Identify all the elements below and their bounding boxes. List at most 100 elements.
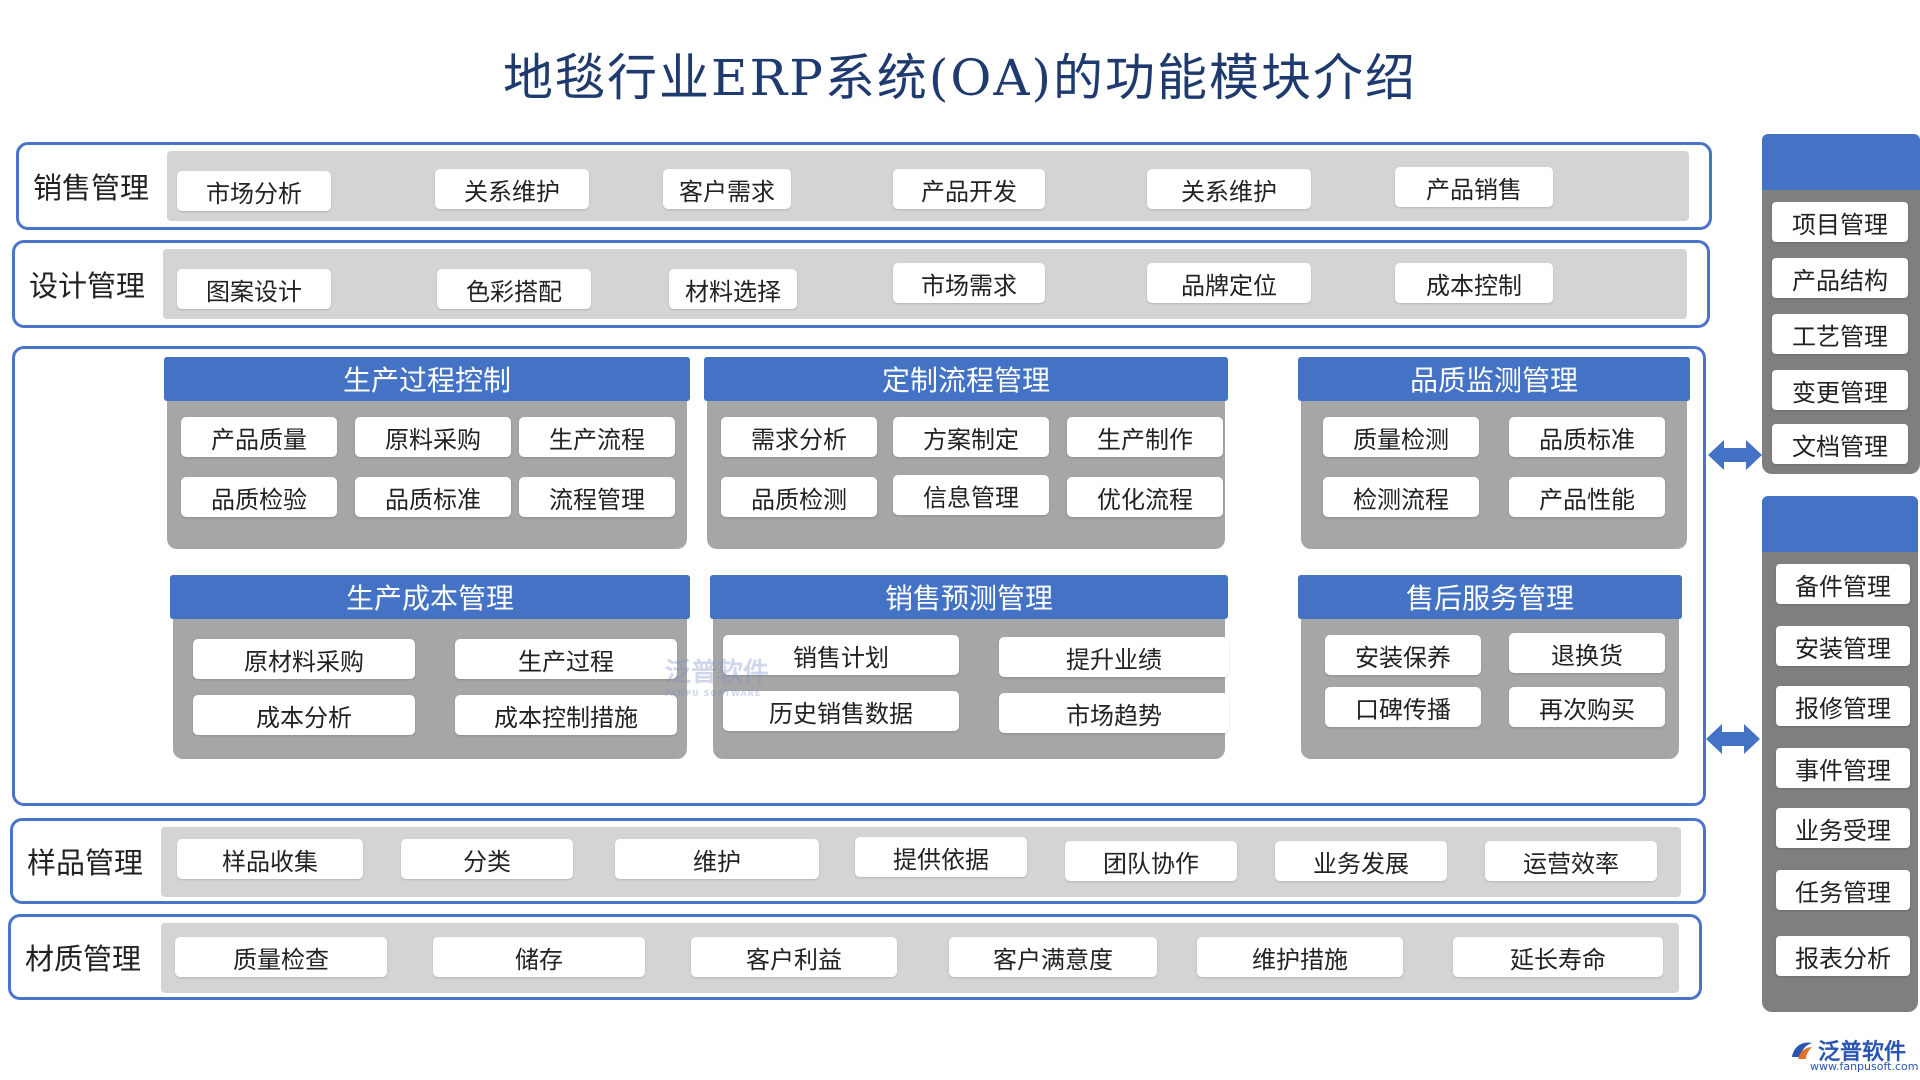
module-1-item-4[interactable]: 品质检验 bbox=[181, 477, 337, 517]
row-sales-track: 市场分析 关系维护 客户需求 产品开发 关系维护 产品销售 bbox=[167, 151, 1689, 221]
sales-item-1[interactable]: 市场分析 bbox=[177, 171, 331, 211]
design-item-5[interactable]: 品牌定位 bbox=[1147, 263, 1311, 303]
module-3-item-1[interactable]: 质量检测 bbox=[1323, 417, 1479, 457]
module-area: 生产过程控制 产品质量 原料采购 生产流程 品质检验 品质标准 流程管理 定制流… bbox=[12, 346, 1706, 806]
material-item-3[interactable]: 客户利益 bbox=[691, 937, 897, 977]
row-material-track: 质量检查 储存 客户利益 客户满意度 维护措施 延长寿命 bbox=[161, 923, 1679, 993]
side-panel-bottom: 备件管理 安装管理 报修管理 事件管理 业务受理 任务管理 报表分析 bbox=[1762, 496, 1918, 1012]
module-4-item-3[interactable]: 成本分析 bbox=[193, 695, 415, 735]
sample-item-1[interactable]: 样品收集 bbox=[177, 839, 363, 879]
design-item-4[interactable]: 市场需求 bbox=[893, 263, 1045, 303]
module-2-item-6[interactable]: 优化流程 bbox=[1067, 477, 1223, 517]
row-sample-track: 样品收集 分类 维护 提供依据 团队协作 业务发展 运营效率 bbox=[161, 827, 1681, 897]
row-sales: 销售管理 市场分析 关系维护 客户需求 产品开发 关系维护 产品销售 bbox=[16, 142, 1712, 230]
sales-item-5[interactable]: 关系维护 bbox=[1147, 169, 1311, 209]
page-title: 地毯行业ERP系统(OA)的功能模块介绍 bbox=[503, 49, 1417, 107]
module-3-item-4[interactable]: 产品性能 bbox=[1509, 477, 1665, 517]
sales-item-2[interactable]: 关系维护 bbox=[435, 169, 589, 209]
sample-item-6[interactable]: 业务发展 bbox=[1275, 841, 1447, 881]
brand-logo-name: 泛普软件 bbox=[1818, 1040, 1907, 1065]
side-top-item-3[interactable]: 工艺管理 bbox=[1772, 314, 1908, 354]
side-top-item-2[interactable]: 产品结构 bbox=[1772, 258, 1908, 298]
double-arrow-icon-top bbox=[1708, 440, 1762, 470]
sales-item-3[interactable]: 客户需求 bbox=[663, 169, 791, 209]
module-1-item-6[interactable]: 流程管理 bbox=[519, 477, 675, 517]
material-item-1[interactable]: 质量检查 bbox=[175, 937, 387, 977]
module-production-cost: 生产成本管理 原材料采购 生产过程 成本分析 成本控制措施 bbox=[170, 575, 690, 759]
side-bottom-item-3[interactable]: 报修管理 bbox=[1776, 686, 1910, 726]
side-bottom-item-7[interactable]: 报表分析 bbox=[1776, 936, 1910, 976]
module-sales-forecast: 销售预测管理 销售计划 提升业绩 历史销售数据 市场趋势 bbox=[710, 575, 1229, 759]
module-6-item-4[interactable]: 再次购买 bbox=[1509, 687, 1665, 727]
watermark: 泛普软件 FANPU SOFTWARE bbox=[665, 652, 769, 698]
sample-item-7[interactable]: 运营效率 bbox=[1485, 841, 1657, 881]
sample-item-4[interactable]: 提供依据 bbox=[855, 837, 1027, 877]
side-bottom-item-1[interactable]: 备件管理 bbox=[1776, 564, 1910, 604]
design-item-3[interactable]: 材料选择 bbox=[669, 269, 797, 309]
side-top-item-5[interactable]: 文档管理 bbox=[1772, 424, 1908, 464]
module-2-item-3[interactable]: 生产制作 bbox=[1067, 417, 1223, 457]
sample-item-3[interactable]: 维护 bbox=[615, 839, 819, 879]
module-custom-process-title: 定制流程管理 bbox=[704, 357, 1228, 401]
module-quality-monitor-title: 品质监测管理 bbox=[1298, 357, 1690, 401]
row-sales-label: 销售管理 bbox=[33, 171, 150, 205]
module-sales-forecast-title: 销售预测管理 bbox=[710, 575, 1228, 619]
side-top-item-4[interactable]: 变更管理 bbox=[1772, 370, 1908, 410]
row-design: 设计管理 图案设计 色彩搭配 材料选择 市场需求 品牌定位 成本控制 bbox=[12, 240, 1710, 328]
row-design-track: 图案设计 色彩搭配 材料选择 市场需求 品牌定位 成本控制 bbox=[163, 249, 1687, 319]
module-2-item-1[interactable]: 需求分析 bbox=[721, 417, 877, 457]
module-1-item-3[interactable]: 生产流程 bbox=[519, 417, 675, 457]
sample-item-5[interactable]: 团队协作 bbox=[1065, 841, 1237, 881]
module-3-item-2[interactable]: 品质标准 bbox=[1509, 417, 1665, 457]
design-item-1[interactable]: 图案设计 bbox=[177, 269, 331, 309]
watermark-name: 泛普软件 bbox=[665, 658, 770, 688]
design-item-2[interactable]: 色彩搭配 bbox=[437, 269, 591, 309]
module-5-item-4[interactable]: 市场趋势 bbox=[999, 693, 1229, 733]
module-production-control-title: 生产过程控制 bbox=[164, 357, 690, 401]
row-sample-label: 样品管理 bbox=[27, 846, 144, 880]
module-1-item-5[interactable]: 品质标准 bbox=[355, 477, 511, 517]
module-after-sales: 售后服务管理 安装保养 退换货 口碑传播 再次购买 bbox=[1298, 575, 1682, 759]
side-top-item-1[interactable]: 项目管理 bbox=[1772, 202, 1908, 242]
module-6-item-1[interactable]: 安装保养 bbox=[1325, 635, 1481, 675]
side-bottom-item-5[interactable]: 业务受理 bbox=[1776, 808, 1910, 848]
module-1-item-2[interactable]: 原料采购 bbox=[355, 417, 511, 457]
side-bottom-item-4[interactable]: 事件管理 bbox=[1776, 748, 1910, 788]
module-4-item-1[interactable]: 原材料采购 bbox=[193, 639, 415, 679]
module-production-control: 生产过程控制 产品质量 原料采购 生产流程 品质检验 品质标准 流程管理 bbox=[164, 357, 690, 549]
module-custom-process: 定制流程管理 需求分析 方案制定 生产制作 品质检测 信息管理 优化流程 bbox=[704, 357, 1228, 549]
sales-item-4[interactable]: 产品开发 bbox=[893, 169, 1045, 209]
side-bottom-item-6[interactable]: 任务管理 bbox=[1776, 870, 1910, 910]
module-3-item-3[interactable]: 检测流程 bbox=[1323, 477, 1479, 517]
brand-logo-url: www.fanpusoft.com bbox=[1810, 1060, 1919, 1073]
module-5-item-3[interactable]: 历史销售数据 bbox=[723, 691, 959, 731]
material-item-6[interactable]: 延长寿命 bbox=[1453, 937, 1663, 977]
material-item-4[interactable]: 客户满意度 bbox=[949, 937, 1157, 977]
module-1-item-1[interactable]: 产品质量 bbox=[181, 417, 337, 457]
module-6-item-2[interactable]: 退换货 bbox=[1509, 633, 1665, 673]
double-arrow-icon-bottom bbox=[1706, 724, 1760, 754]
brand-logo: 泛普软件 bbox=[1790, 1034, 1906, 1066]
design-item-6[interactable]: 成本控制 bbox=[1395, 263, 1553, 303]
module-5-item-2[interactable]: 提升业绩 bbox=[999, 637, 1229, 677]
module-6-item-3[interactable]: 口碑传播 bbox=[1325, 687, 1481, 727]
module-4-item-2[interactable]: 生产过程 bbox=[455, 639, 677, 679]
module-2-item-5[interactable]: 信息管理 bbox=[893, 475, 1049, 515]
side-bottom-item-2[interactable]: 安装管理 bbox=[1776, 626, 1910, 666]
module-5-item-1[interactable]: 销售计划 bbox=[723, 635, 959, 675]
side-panel-top-header bbox=[1762, 134, 1920, 190]
row-sample: 样品管理 样品收集 分类 维护 提供依据 团队协作 业务发展 运营效率 bbox=[10, 818, 1706, 904]
module-2-item-2[interactable]: 方案制定 bbox=[893, 417, 1049, 457]
sample-item-2[interactable]: 分类 bbox=[401, 839, 573, 879]
row-material: 材质管理 质量检查 储存 客户利益 客户满意度 维护措施 延长寿命 bbox=[8, 914, 1702, 1000]
watermark-sub: FANPU SOFTWARE bbox=[665, 689, 762, 698]
side-panel-top: 项目管理 产品结构 工艺管理 变更管理 文档管理 bbox=[1762, 134, 1920, 474]
sales-item-6[interactable]: 产品销售 bbox=[1395, 167, 1553, 207]
module-4-item-4[interactable]: 成本控制措施 bbox=[455, 695, 677, 735]
module-2-item-4[interactable]: 品质检测 bbox=[721, 477, 877, 517]
brand-logo-icon bbox=[1792, 1042, 1812, 1059]
material-item-2[interactable]: 储存 bbox=[433, 937, 645, 977]
row-design-label: 设计管理 bbox=[29, 269, 146, 303]
material-item-5[interactable]: 维护措施 bbox=[1197, 937, 1403, 977]
module-after-sales-title: 售后服务管理 bbox=[1298, 575, 1682, 619]
